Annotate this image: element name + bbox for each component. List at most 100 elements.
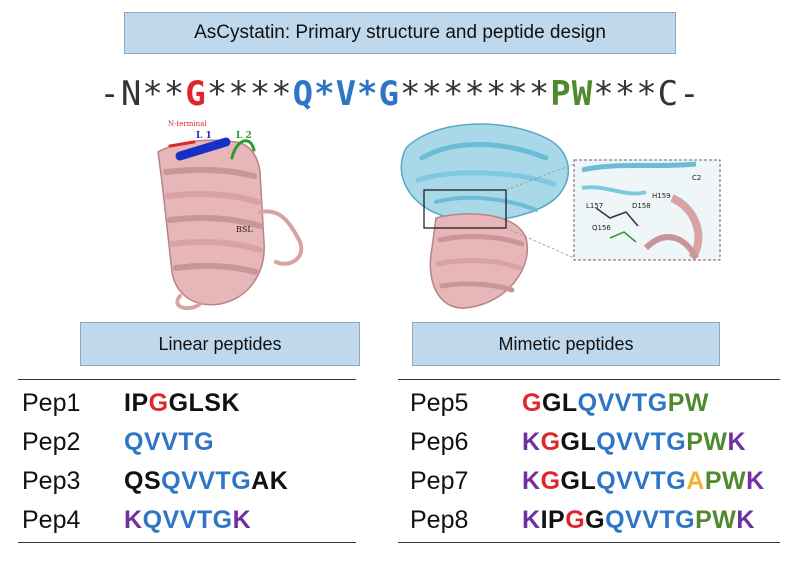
residue-segment: K xyxy=(522,506,541,534)
linear-peptides-header: Linear peptides xyxy=(80,322,360,366)
residue-segment: K xyxy=(746,467,765,495)
ribbon-strand xyxy=(173,262,259,275)
residue-segment: K xyxy=(727,428,747,456)
residue-segment: PW xyxy=(667,389,709,417)
peptide-name: Pep5 xyxy=(410,389,469,417)
sequence-segment: G xyxy=(185,74,207,114)
sequence-segment: ******* xyxy=(400,74,551,114)
peptide-name: Pep8 xyxy=(410,506,469,534)
n-terminal-segment xyxy=(168,140,196,148)
mimetic-header-text: Mimetic peptides xyxy=(498,333,634,354)
inset-residue-label: Q156 xyxy=(592,224,611,232)
peptide-sequence: KGGLQVVTGAPWK xyxy=(522,467,765,496)
table-rule-top-right xyxy=(398,379,780,380)
title-text: AsCystatin: Primary structure and peptid… xyxy=(194,22,606,43)
peptide-sequence: GGLQVVTGPW xyxy=(522,389,709,418)
residue-segment: QS xyxy=(124,467,162,495)
title-box: AsCystatin: Primary structure and peptid… xyxy=(124,12,676,54)
sequence-segment: Q*V*G xyxy=(292,74,400,114)
residue-segment: G xyxy=(585,506,606,534)
sequence-segment: -N** xyxy=(99,74,186,114)
zoom-connector xyxy=(505,163,575,191)
inset-sidechain xyxy=(609,231,637,243)
inset-protease-ribbon xyxy=(581,161,697,173)
inset-residue-label: D158 xyxy=(632,202,651,210)
l1-label: L 1 xyxy=(196,131,212,141)
residue-segment: K xyxy=(522,428,541,456)
residue-segment: K xyxy=(124,506,143,534)
loop-l2 xyxy=(230,139,256,160)
sequence-segment: **** xyxy=(206,74,293,114)
residue-segment: QVVTG xyxy=(161,467,252,495)
complex-structure-figure: C2 H159 L157 D158 Q156 xyxy=(400,123,721,309)
residue-segment: G xyxy=(148,389,169,417)
l2-label: L 2 xyxy=(236,131,252,141)
ribbon-loop xyxy=(258,209,304,266)
peptide-name: Pep2 xyxy=(22,428,81,456)
residue-segment: GL xyxy=(560,467,597,495)
inset-inhibitor-ribbon xyxy=(643,234,699,260)
interface-selection-box xyxy=(423,189,507,229)
residue-segment: GL xyxy=(560,428,597,456)
protease-ribbon xyxy=(419,142,549,161)
ribbon-strand xyxy=(167,215,263,229)
residue-segment: G xyxy=(522,389,542,417)
zoom-connector xyxy=(505,227,575,259)
ribbon-strand xyxy=(157,139,265,306)
ribbon-strand xyxy=(163,166,257,179)
residue-segment: PW xyxy=(695,506,737,534)
residue-segment: PW xyxy=(704,467,747,495)
residue-segment: K xyxy=(522,467,541,495)
peptide-name: Pep4 xyxy=(22,506,81,534)
peptide-sequence: KGGLQVVTGPWK xyxy=(522,428,746,457)
peptide-name: Pep7 xyxy=(410,467,469,495)
residue-segment: IP xyxy=(540,506,566,534)
bsl-label: BSL xyxy=(236,225,253,234)
inset-residue-label: L157 xyxy=(586,202,603,210)
residue-segment: A xyxy=(686,467,705,495)
table-rule-bottom-right xyxy=(398,542,780,543)
residue-segment: AK xyxy=(251,467,289,495)
ribbon-strand xyxy=(169,239,263,253)
ribbon-loop xyxy=(175,294,202,311)
cystatin-structure-figure: N-terminal L 1 L 2 BSL xyxy=(157,120,304,311)
ribbon-strand xyxy=(165,191,261,205)
residue-segment: G xyxy=(540,467,561,495)
inhibitor-ribbon xyxy=(435,258,523,271)
sequence-segment: ***C- xyxy=(593,74,701,114)
residue-segment: GL xyxy=(541,389,578,417)
peptide-name: Pep1 xyxy=(22,389,81,417)
inset-protease-ribbon xyxy=(581,185,647,196)
peptide-name: Pep6 xyxy=(410,428,469,456)
inhibitor-ribbon xyxy=(437,234,525,247)
residue-segment: K xyxy=(232,506,252,534)
residue-segment: QVVTG xyxy=(142,506,233,534)
residue-segment: QVVTG xyxy=(124,428,215,456)
residue-segment: G xyxy=(540,428,561,456)
residue-segment: G xyxy=(565,506,586,534)
residue-segment: IP xyxy=(124,389,149,417)
peptide-name: Pep3 xyxy=(22,467,81,495)
residue-segment: QVVTG xyxy=(605,506,696,534)
loop-l1 xyxy=(175,137,231,161)
table-rule-top-left xyxy=(18,379,356,380)
sequence-segment: PW xyxy=(550,74,594,114)
residue-segment: PW xyxy=(686,428,728,456)
residue-segment: QVVTG xyxy=(596,467,687,495)
inset-sidechain xyxy=(595,207,639,227)
inhibitor-ribbon xyxy=(439,281,515,293)
protease-ribbon xyxy=(434,195,538,212)
peptide-sequence: QSQVVTGAK xyxy=(124,467,288,496)
mimetic-peptides-header: Mimetic peptides xyxy=(412,322,720,366)
linear-header-text: Linear peptides xyxy=(158,333,282,354)
residue-segment: GLSK xyxy=(168,389,241,417)
inset-residue-label: C2 xyxy=(692,174,701,182)
n-terminal-label: N-terminal xyxy=(168,120,207,128)
inset-residue-label: H159 xyxy=(652,192,671,200)
residue-segment: QVVTG xyxy=(596,428,687,456)
peptide-sequence: KIPGGQVVTGPWK xyxy=(522,506,755,535)
protease-ribbon xyxy=(415,170,557,187)
table-rule-bottom-left xyxy=(18,542,356,543)
residue-segment: K xyxy=(736,506,755,534)
peptide-sequence: QVVTG xyxy=(124,428,214,457)
